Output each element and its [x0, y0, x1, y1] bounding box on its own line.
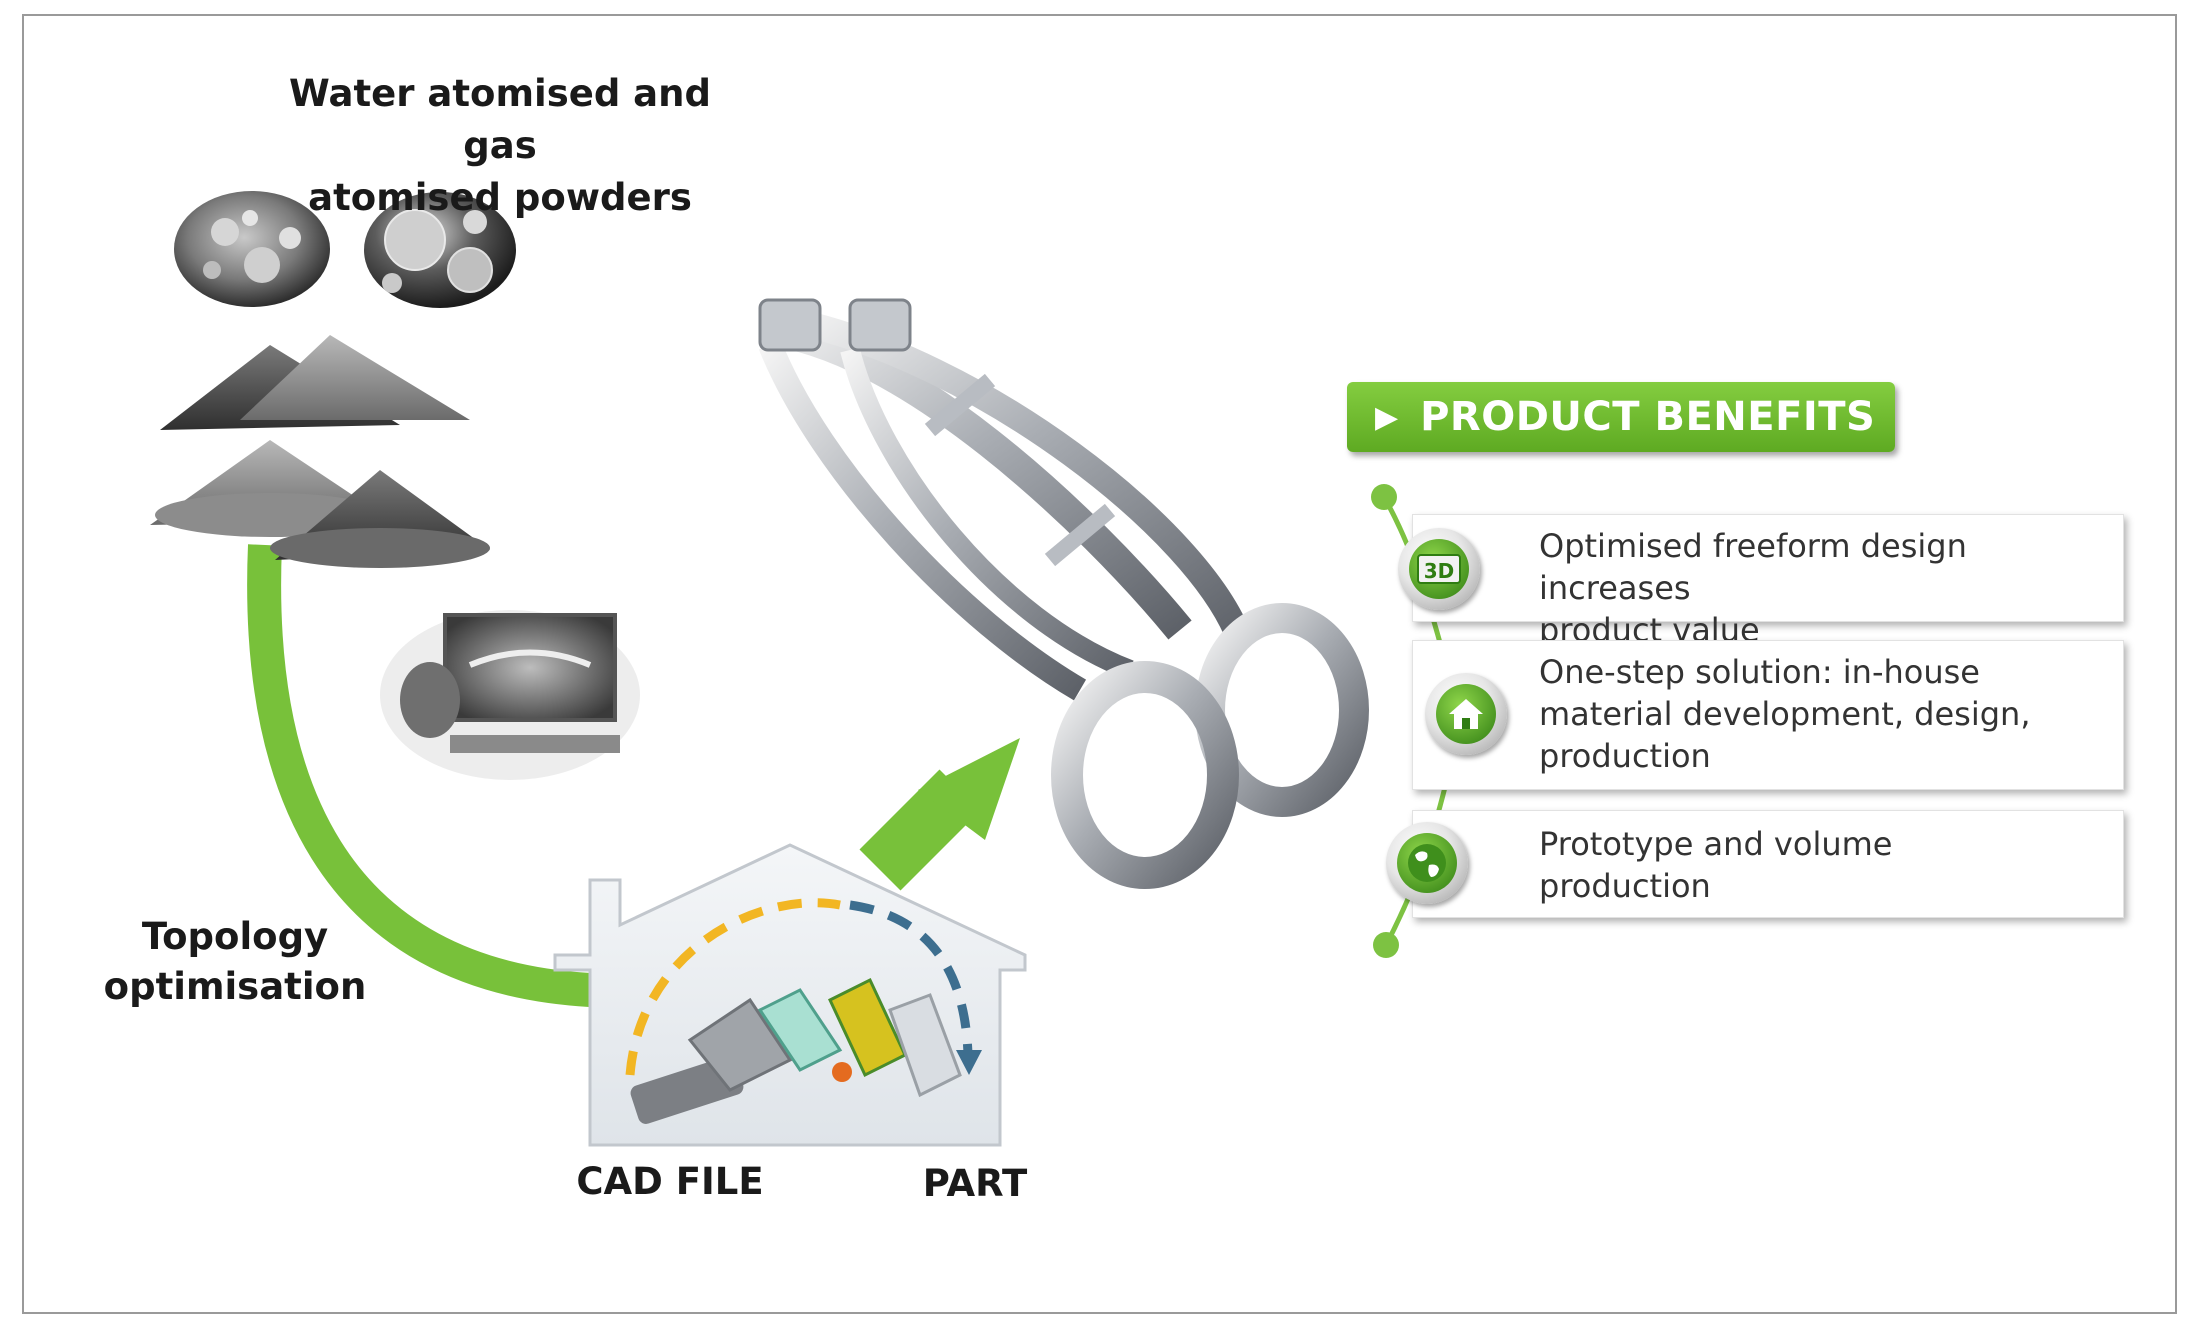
- play-triangle-icon: ▶: [1375, 399, 1399, 435]
- cad-file-label: CAD FILE: [576, 1160, 764, 1203]
- stage-3-part: [757, 988, 843, 1072]
- topology-label-line-2: optimisation: [103, 965, 367, 1008]
- benefit-2-text: One-step solution: in-house material dev…: [1539, 653, 2031, 775]
- product-benefits-heading: PRODUCT BENEFITS: [1420, 394, 1876, 440]
- benefit-card-2: One-step solution: in-house material dev…: [1412, 640, 2124, 790]
- benefit-1-text: Optimised freeform design increases prod…: [1539, 527, 1967, 649]
- product-benefits-banner: ▶ PRODUCT BENEFITS: [1347, 382, 1895, 452]
- powders-title: Water atomised and gas atomised powders: [250, 68, 750, 224]
- benefit-card-1: Optimised freeform design increases prod…: [1412, 514, 2124, 649]
- part-label: PART: [922, 1162, 1028, 1205]
- dashed-arc-arrowhead: [956, 1050, 982, 1075]
- connector-dot-bottom: [1373, 932, 1399, 958]
- 3d-icon: 3D: [1398, 528, 1480, 610]
- powders-title-line-2: atomised powders: [308, 176, 692, 219]
- connector-dot-top: [1371, 484, 1397, 510]
- diagram-frame: [22, 14, 2177, 1314]
- metal-bracket-part: [758, 298, 1369, 889]
- house-icon: [1425, 673, 1507, 755]
- process-arc-arrow: [247, 544, 591, 1007]
- output-arrow-head: [918, 738, 1020, 840]
- benefit-3-text: Prototype and volume production: [1539, 825, 1893, 905]
- benefit-card-3: Prototype and volume production: [1412, 810, 2124, 918]
- stage-2-part: [687, 997, 793, 1092]
- dashed-arc-yellow: [625, 898, 841, 1076]
- topology-label: Topology optimisation: [90, 912, 380, 1012]
- final-part-small: [888, 993, 962, 1098]
- topology-label-line-1: Topology: [141, 915, 329, 958]
- svg-text:3D: 3D: [1424, 559, 1455, 583]
- globe-icon: [1386, 822, 1468, 904]
- powder-pile-light: [240, 335, 470, 420]
- dashed-arc-blue: [849, 900, 973, 1056]
- powders-title-line-1: Water atomised and gas: [289, 72, 711, 167]
